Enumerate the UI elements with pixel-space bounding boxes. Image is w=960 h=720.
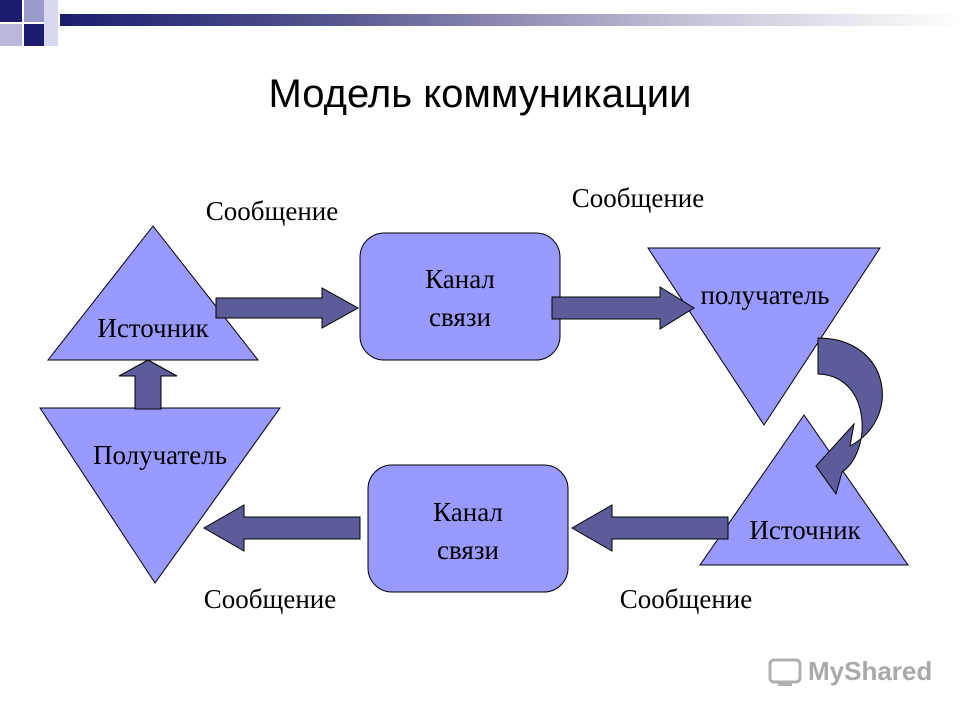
- message-label-top-left: Сообщение: [206, 196, 338, 226]
- message-label-bottom-right: Сообщение: [620, 584, 752, 614]
- channel-box-bottom: [367, 464, 569, 593]
- channel-bottom-line1: Канал: [433, 497, 503, 527]
- source-label-left: Источник: [97, 313, 209, 343]
- receiver-triangle-right: [647, 247, 881, 426]
- arrow-left-2: [570, 504, 729, 552]
- curved-arrow: [815, 337, 883, 496]
- channel-top-line1: Канал: [425, 264, 495, 294]
- arrow-left-1: [202, 504, 361, 552]
- receiver-label-left: Получатель: [93, 440, 227, 470]
- receiver-triangle-left: [39, 407, 281, 584]
- source-label-right: Источник: [749, 515, 861, 545]
- source-triangle-left: [46, 225, 260, 361]
- message-label-top-right: Сообщение: [572, 183, 704, 213]
- decor-square: [24, 24, 46, 46]
- page-title: Модель коммуникации: [268, 72, 692, 116]
- watermark-text: MyShared: [808, 656, 933, 686]
- decor-square: [44, 0, 58, 46]
- decor-square: [0, 24, 22, 46]
- source-triangle-right: [699, 414, 909, 566]
- channel-box-top: [359, 232, 561, 361]
- decor-bar: [60, 14, 960, 26]
- channel-top-line2: связи: [429, 302, 491, 332]
- decor-square: [24, 0, 46, 22]
- up-arrow: [118, 359, 178, 410]
- receiver-label-right: получатель: [700, 280, 829, 310]
- decor-square: [0, 0, 22, 22]
- arrow-right-1: [215, 287, 360, 329]
- watermark-icon: [768, 658, 802, 686]
- arrow-right-2: [551, 286, 695, 330]
- message-label-bottom-left: Сообщение: [204, 584, 336, 614]
- channel-bottom-line2: связи: [437, 535, 499, 565]
